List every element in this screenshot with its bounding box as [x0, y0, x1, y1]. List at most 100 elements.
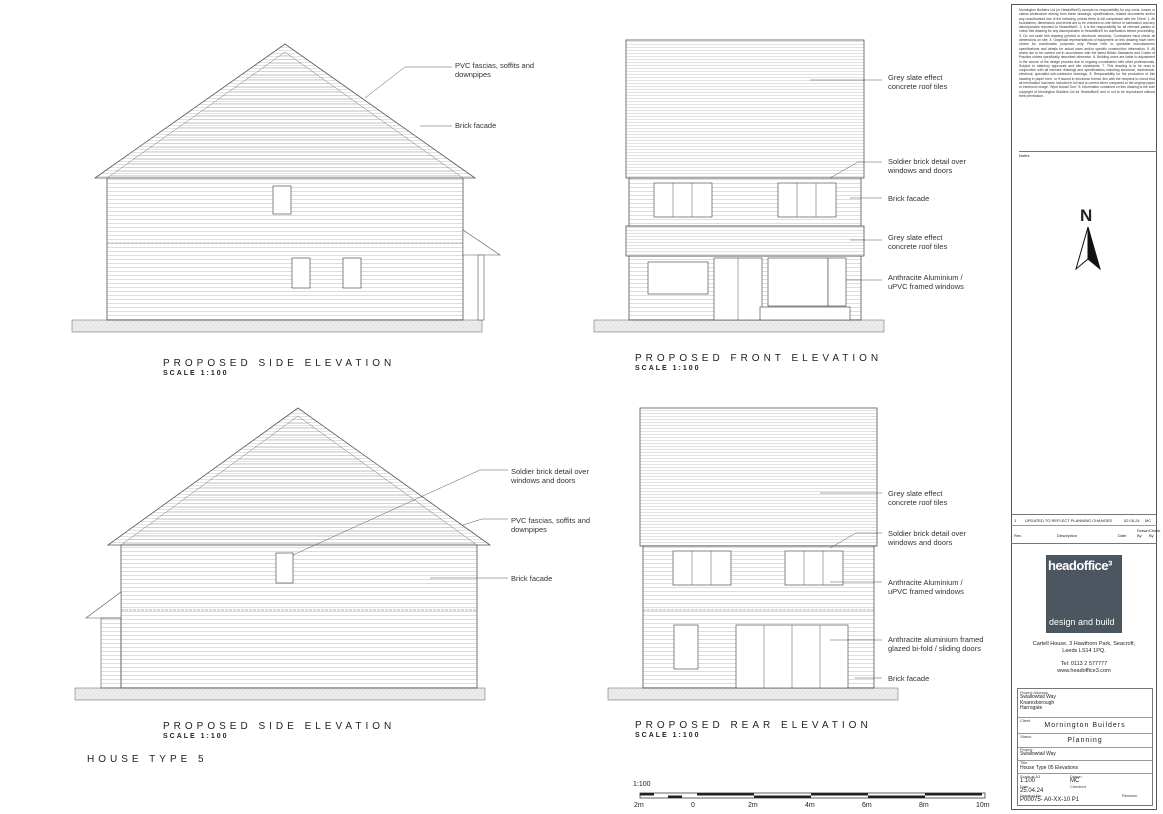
company-logo: headoffice³ design and build	[1046, 555, 1122, 633]
annotation-soldier-brick: Soldier brick detail over windows and do…	[511, 467, 589, 485]
annotation-anthracite-windows: Anthracite Aluminium / uPVC framed windo…	[888, 273, 964, 291]
company-website: www.headoffice3.com	[1057, 668, 1111, 674]
client-label: Client	[1020, 718, 1031, 723]
annotation-brick-facade: Brick facade	[511, 574, 553, 583]
scale-note: SCALE 1:100	[635, 732, 701, 739]
title-front-elevation: PROPOSED FRONT ELEVATION	[635, 353, 883, 364]
porch-canopy	[462, 229, 501, 256]
window	[272, 185, 292, 215]
annotation-roof-tiles: Grey slate effect concrete roof tiles	[888, 489, 948, 507]
revision-table: 1 UPDATED TO REFLECT PLANNING CHANGES 02…	[1011, 514, 1161, 544]
scale-bar-tick-label: 10m	[976, 802, 990, 809]
roof	[625, 39, 865, 179]
window	[653, 182, 713, 218]
scale-label: Scale at A3	[1020, 774, 1041, 779]
project-name: Swallowtail Way	[1020, 751, 1056, 757]
company-name: headoffice³	[1048, 558, 1112, 573]
window	[275, 552, 294, 584]
date-label: Date	[1020, 784, 1029, 789]
north-arrow	[1075, 226, 1101, 271]
revision-header-date: Date	[1118, 533, 1127, 538]
company-address: Cartell House, 3 Hawthorn Park, Seacroft…	[1013, 641, 1155, 675]
ground-strip	[607, 687, 899, 701]
window	[767, 257, 829, 307]
drawing-title: House Type 05 Elevations	[1020, 765, 1079, 771]
status-label: Status	[1020, 734, 1032, 739]
revision-header-drawn: Drawn By	[1137, 528, 1149, 538]
annotation-bifold-doors: Anthracite aluminium framed glazed bi-fo…	[888, 635, 984, 653]
title-side-elevation: PROPOSED SIDE ELEVATION	[163, 721, 396, 732]
annotation-brick-facade: Brick facade	[888, 674, 930, 683]
window	[673, 624, 699, 670]
annotation-pvc-fascias: PVC fascias, soffits and downpipes	[455, 61, 535, 79]
scale-bar-tick-label: 6m	[862, 802, 872, 809]
revision-by: MC	[1145, 518, 1152, 523]
side-elevation-1	[71, 43, 501, 333]
company-tagline: design and build	[1049, 617, 1115, 627]
revision-number: 1	[1014, 518, 1017, 523]
annotation-pvc-fascias: PVC fascias, soffits and downpipes	[511, 516, 591, 534]
notes-label: Notes	[1019, 151, 1157, 158]
project-address-label: Project Address	[1020, 690, 1049, 695]
address-line: Leeds LS14 1PQ.	[1062, 648, 1106, 654]
drawing-number: P00075- A0-XX-10 P1	[1020, 797, 1080, 803]
drawing-number-label: Drawing No.	[1020, 793, 1043, 798]
window	[291, 257, 311, 289]
scale-bar-ratio: 1:100	[633, 781, 651, 788]
revision-description: UPDATED TO REFLECT PLANNING CHANGES	[1025, 518, 1113, 523]
scale-bar-tick-label: 0	[691, 802, 695, 809]
window	[647, 261, 709, 295]
annotation-brick-facade: Brick facade	[455, 121, 497, 130]
drawn-label: Drawn	[1070, 774, 1082, 779]
revision-label: Revision	[1122, 793, 1138, 798]
elevations-drawing	[71, 39, 986, 799]
title-side-elevation: PROPOSED SIDE ELEVATION	[163, 358, 396, 369]
revision-header-description: Description	[1057, 533, 1078, 538]
ground-strip	[593, 319, 885, 333]
canopy-roof	[625, 225, 865, 257]
client-name: Mornington Builders	[1044, 722, 1126, 729]
north-label: N	[1080, 206, 1093, 225]
window	[784, 550, 844, 586]
title-rear-elevation: PROPOSED REAR ELEVATION	[635, 720, 872, 731]
scale-bar-tick-label: 2m	[634, 802, 644, 809]
scale-bar-tick-label: 4m	[805, 802, 815, 809]
revision-header-rev: Rev.	[1014, 533, 1022, 538]
checked-label: Checked	[1070, 784, 1086, 789]
window	[342, 257, 362, 289]
status-value: Planning	[1067, 737, 1103, 744]
scale-value: 1:100	[1020, 778, 1036, 784]
title-block	[1011, 4, 1157, 810]
annotation-anthracite-windows: Anthracite Aluminium / uPVC framed windo…	[888, 578, 964, 596]
drawn-value: MC	[1070, 778, 1080, 784]
window	[777, 182, 837, 218]
scale-note: SCALE 1:100	[163, 370, 229, 377]
scale-bar-tick-label: 2m	[748, 802, 758, 809]
project-info: Project Address Swallowtail Way Knaresbo…	[1017, 688, 1153, 806]
rear-elevation	[607, 407, 899, 701]
annotation-roof-tiles: Grey slate effect concrete roof tiles	[888, 73, 948, 91]
side-elevation-2	[74, 407, 508, 701]
brick-wall	[120, 544, 478, 689]
annotation-soldier-brick: Soldier brick detail over windows and do…	[888, 529, 966, 547]
porch-canopy	[85, 591, 122, 619]
house-type-label: HOUSE TYPE 5	[87, 754, 208, 765]
project-label: Project	[1020, 747, 1033, 752]
scale-bar	[639, 792, 986, 799]
window	[672, 550, 732, 586]
scale-note: SCALE 1:100	[635, 365, 701, 372]
project-address: Swallowtail Way Knaresborough Harrogate	[1020, 694, 1056, 711]
annotation-soldier-brick: Soldier brick detail over windows and do…	[888, 157, 966, 175]
date-value: 25.04.24	[1020, 788, 1044, 794]
address-line: Cartell House, 3 Hawthorn Park, Seacroft…	[1032, 641, 1136, 647]
revision-header-check: Check By	[1149, 528, 1161, 538]
company-phone: Tel: 0113 2 577777	[1060, 661, 1108, 667]
ground-strip	[74, 687, 486, 701]
scale-note: SCALE 1:100	[163, 733, 229, 740]
ground-strip	[71, 319, 483, 333]
title-label: Title	[1020, 760, 1028, 765]
annotation-roof-tiles: Grey slate effect concrete roof tiles	[888, 233, 948, 251]
revision-date: 02.05.24	[1124, 518, 1140, 523]
front-elevation	[593, 39, 885, 333]
scale-bar-tick-label: 8m	[919, 802, 929, 809]
